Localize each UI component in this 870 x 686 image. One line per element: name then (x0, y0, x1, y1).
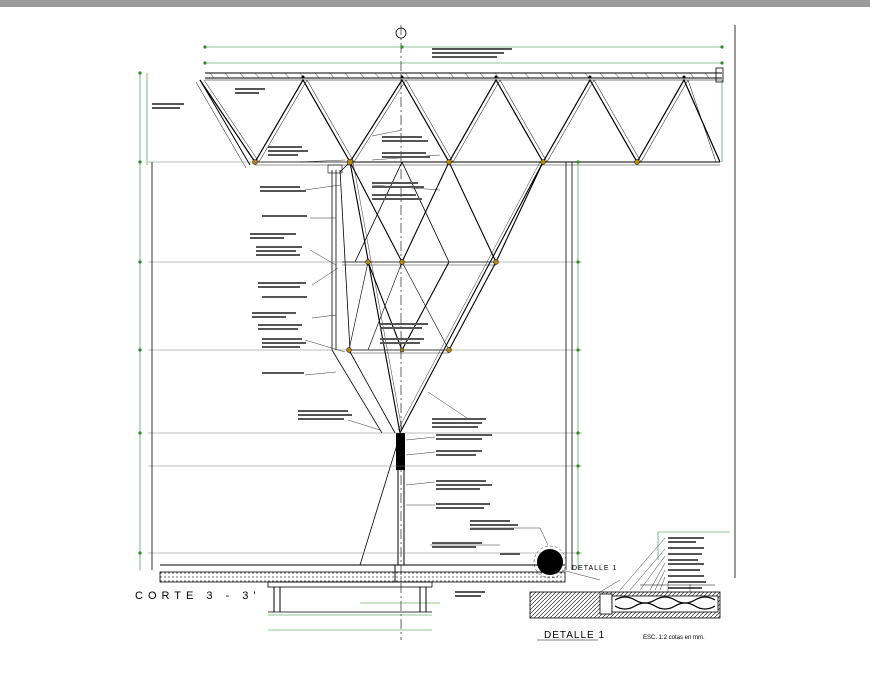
detail-reference-label: DETALLE 1 (572, 565, 618, 572)
top-chord (205, 67, 724, 83)
roof-hatch (209, 72, 710, 79)
cantilever-brace (199, 79, 251, 166)
scale-note: ESC. 1:2 cotas en mm. (643, 635, 705, 641)
top-truss-diagonals (199, 78, 721, 164)
mast-ties (327, 161, 401, 566)
level-lines (148, 161, 582, 554)
annotation-leaders (299, 129, 549, 546)
frame-lines (151, 162, 573, 570)
axis-bubble (395, 27, 407, 39)
dimension-lines (138, 45, 724, 631)
top-chord-nodes (301, 75, 686, 79)
central-column (396, 433, 405, 565)
annotation-text-blocks (152, 48, 706, 597)
window-top-bar (0, 0, 870, 7)
detail-title: DETALLE 1 (544, 630, 606, 641)
ground-slab (159, 564, 566, 613)
detail-1-section (529, 531, 730, 619)
detail-callout-marker (537, 549, 563, 575)
section-title: CORTE 3 - 3' (135, 590, 261, 602)
